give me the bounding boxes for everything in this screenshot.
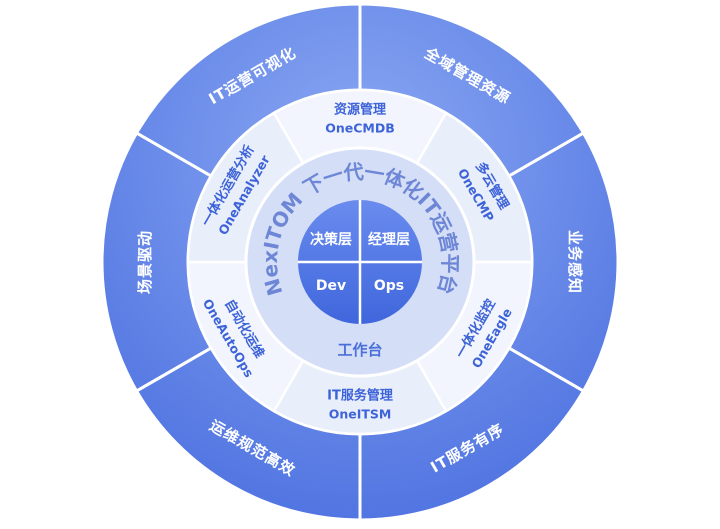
core-quadrant-label: Dev bbox=[316, 278, 346, 294]
outer-segment-label: 场景驱动 bbox=[136, 230, 154, 294]
core-circle: 决策层经理层 Dev Ops bbox=[298, 200, 422, 324]
core-quadrant-label: 决策层 bbox=[310, 231, 352, 248]
module-name-cn: IT服务管理 bbox=[327, 388, 393, 404]
core-quadrant-label: 经理层 bbox=[368, 231, 410, 248]
workbench-label: 工作台 bbox=[337, 341, 382, 359]
module-name-cn: 资源管理 bbox=[334, 102, 386, 118]
core-quadrant-label: Ops bbox=[374, 278, 404, 294]
outer-segment-label: 业务感知 bbox=[566, 230, 584, 294]
module-name-en: OneCMDB bbox=[325, 121, 395, 136]
module-name-en: OneITSM bbox=[329, 407, 392, 422]
